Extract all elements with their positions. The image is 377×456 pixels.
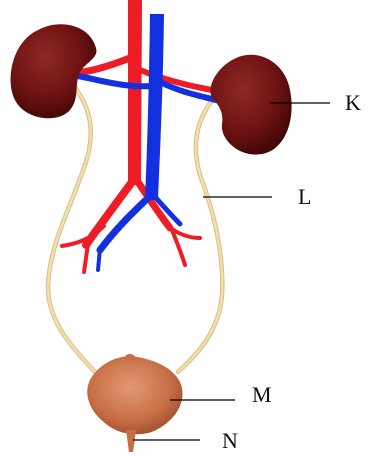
bladder-body xyxy=(87,356,182,434)
label-K: K xyxy=(345,90,361,115)
bladder xyxy=(87,354,182,452)
label-L: L xyxy=(298,184,311,209)
left-iliac-vein xyxy=(100,198,148,250)
left-ureter xyxy=(48,86,95,372)
vena-cava-trunk xyxy=(145,14,164,200)
aorta-trunk xyxy=(128,0,142,185)
label-N: N xyxy=(222,428,238,453)
urethra xyxy=(126,430,136,452)
bladder-apex xyxy=(124,354,136,360)
right-kidney xyxy=(210,55,291,155)
label-M: M xyxy=(252,382,272,407)
